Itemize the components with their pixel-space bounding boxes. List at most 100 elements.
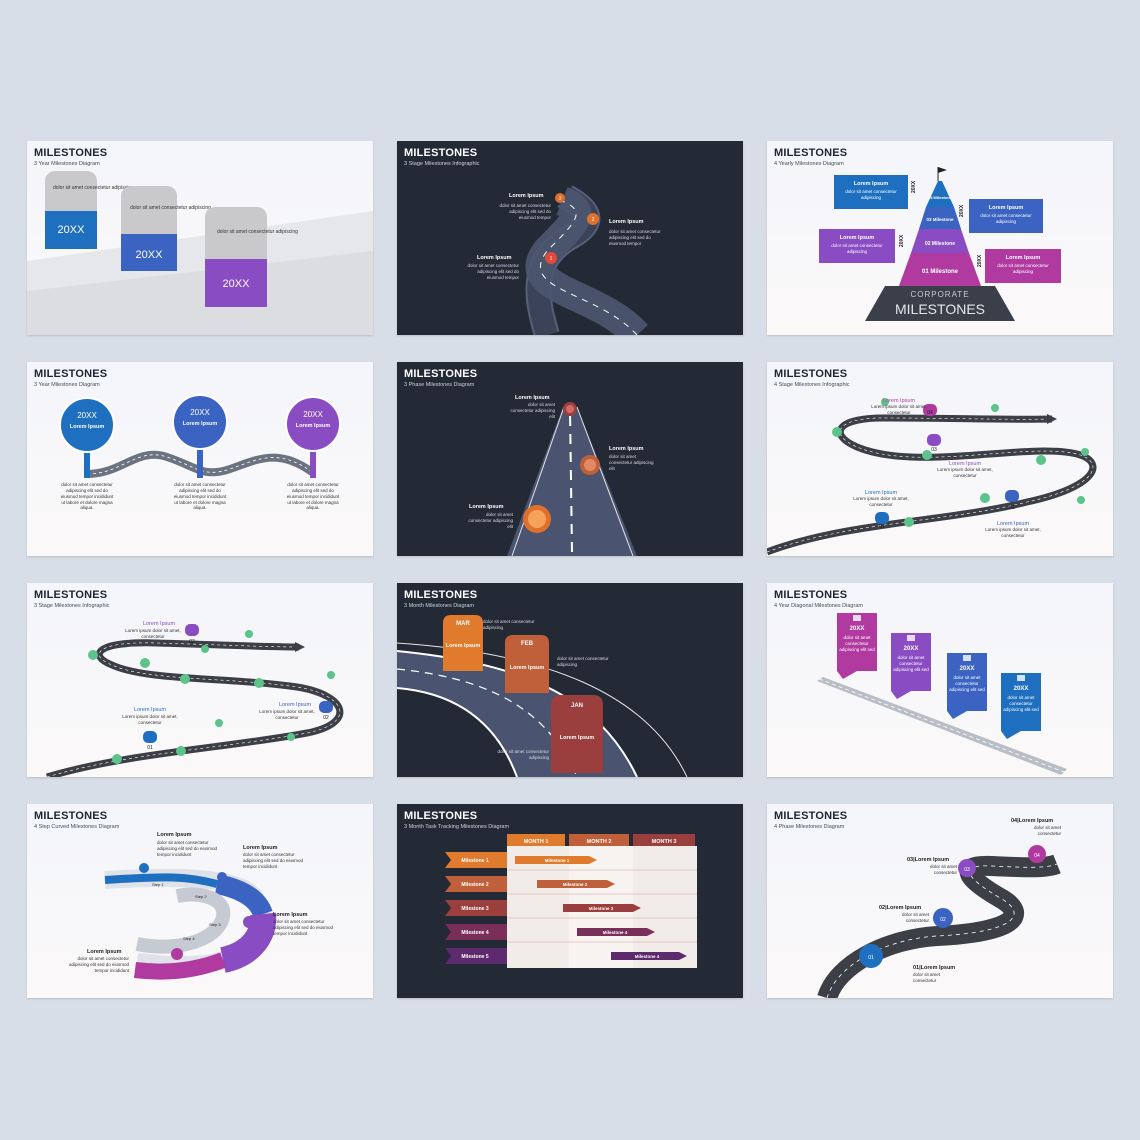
base-bottom-text: MILESTONES <box>895 301 985 317</box>
svg-text:Step 3: Step 3 <box>209 922 221 927</box>
svg-text:Lorem Ipsum: Lorem Ipsum <box>183 421 218 427</box>
slide-title: MILESTONES <box>404 368 478 380</box>
label-3-body: dolor sit amet consectetur adipiscing el… <box>499 203 551 220</box>
row-3-label <box>445 900 507 916</box>
svg-text:20XX: 20XX <box>899 234 905 247</box>
slide-7[interactable]: MILESTONES 3 Stage Milestones Infographi… <box>27 583 373 777</box>
slide-subtitle: 3 Month Task Tracking Milestones Diagram <box>404 824 510 830</box>
slide-1[interactable]: MILESTONES 3 Year Milestones Diagram 20X… <box>27 141 373 335</box>
svg-text:Lorem Ipsum: Lorem Ipsum <box>515 395 550 401</box>
slide-11[interactable]: MILESTONES 3 Month Task Tracking Milesto… <box>397 804 743 998</box>
svg-text:Lorem Ipsum: Lorem Ipsum <box>609 446 644 452</box>
svg-text:Lorem Ipsum: Lorem Ipsum <box>1006 255 1041 261</box>
lock-icon <box>1017 675 1025 681</box>
tree-icons <box>832 398 1089 527</box>
stone-3-year: 20XX <box>223 278 251 290</box>
slide-subtitle: 3 Year Milestones Diagram <box>34 161 100 167</box>
slide-title: MILESTONES <box>774 147 848 159</box>
pins-road-art: 20XX Lorem Ipsum 20XX Lorem Ipsum 20XX L… <box>59 394 341 478</box>
svg-text:01 Milestone: 01 Milestone <box>922 269 959 275</box>
svg-text:Lorem Ipsum: Lorem Ipsum <box>865 490 898 496</box>
svg-text:20XX: 20XX <box>904 646 919 652</box>
slide-10[interactable]: MILESTONES 4 Step Curved Milestones Diag… <box>27 804 373 998</box>
label-03-body: Lorem ipsum dolor sit amet, consectetur <box>125 628 181 639</box>
svg-text:Lorem Ipsum: Lorem Ipsum <box>134 707 167 713</box>
slide-2[interactable]: MILESTONES 3 Stage Milestones Infographi… <box>397 141 743 335</box>
slide-subtitle: 3 Year Milestones Diagram <box>34 382 100 388</box>
svg-text:02 Milestone: 02 Milestone <box>925 241 955 247</box>
marker-04 <box>923 404 937 416</box>
milestone-stones-art: 20XX dolor sit amet consectetur adipisci… <box>27 171 373 335</box>
stone-1-band <box>45 211 97 249</box>
svg-text:20XX: 20XX <box>977 254 983 267</box>
svg-text:03: 03 <box>931 447 937 453</box>
svg-text:04: 04 <box>927 410 933 416</box>
task-tracker-art: MONTH 1 MONTH 2 MONTH 3 Milestone 1 Mile… <box>445 834 697 968</box>
svg-text:Lorem Ipsum: Lorem Ipsum <box>509 193 544 199</box>
task-bar-1 <box>515 856 597 864</box>
svg-text:04|Lorem Ipsum: 04|Lorem Ipsum <box>1011 818 1053 824</box>
svg-text:Lorem Ipsum: Lorem Ipsum <box>989 205 1024 211</box>
month-feb-tag <box>505 635 549 693</box>
slide-title: MILESTONES <box>404 147 478 159</box>
svg-text:MONTH 1: MONTH 1 <box>524 839 549 845</box>
box-2-body: dolor sit amet consectetur adipiscing <box>980 213 1032 224</box>
pin-3-icon <box>243 916 255 928</box>
month-jan-tag <box>551 695 603 773</box>
svg-text:Milestone 1: Milestone 1 <box>545 858 570 863</box>
pin-1-icon <box>59 397 115 453</box>
flag-4-body: dolor sit amet consectetur adipiscing el… <box>1003 695 1039 712</box>
svg-text:20XX: 20XX <box>850 626 865 632</box>
stone-2-text: dolor sit amet consectetur adipiscing <box>130 205 211 211</box>
slide-title: MILESTONES <box>404 589 478 601</box>
slide-8[interactable]: MILESTONES 3 Month Milestones Diagram MA… <box>397 583 743 777</box>
svg-text:20XX: 20XX <box>190 408 210 417</box>
marker-02 <box>319 701 333 713</box>
box-2 <box>969 199 1043 233</box>
svg-text:01: 01 <box>147 745 153 751</box>
svg-text:2: 2 <box>592 217 595 223</box>
label-2-body: dolor sit amet consectetur adipiscing el… <box>243 852 304 869</box>
row-2-label <box>445 876 507 892</box>
slide-12[interactable]: MILESTONES 4 Phase Milestones Diagram 01… <box>767 804 1113 998</box>
slide-6[interactable]: MILESTONES 4 Stage Milestones Infographi… <box>767 362 1113 556</box>
slide-subtitle: 4 Year Diagonal Milestones Diagram <box>774 603 863 609</box>
slide-3[interactable]: MILESTONES 4 Yearly Milestones Diagram C… <box>767 141 1113 335</box>
slide-subtitle: 4 Stage Milestones Infographic <box>774 382 850 388</box>
svg-text:03: 03 <box>189 639 195 645</box>
curved-road-art: MAR Lorem Ipsum FEB Lorem Ipsum JAN Lore… <box>397 615 688 777</box>
svg-text:04 Milestone: 04 Milestone <box>928 195 953 200</box>
monitor-icon <box>963 655 971 661</box>
svg-text:Milestone 2: Milestone 2 <box>461 882 488 888</box>
svg-text:Lorem Ipsum: Lorem Ipsum <box>997 521 1030 527</box>
slide-title: MILESTONES <box>34 368 108 380</box>
calendar-icon <box>853 615 861 621</box>
pyramid-art: CORPORATE MILESTONES 01 Milestone 02 Mil… <box>819 167 1061 321</box>
label-3-body: dolor sit amet consectetur adipiscing el… <box>468 512 513 529</box>
pin-4-icon <box>171 948 183 960</box>
slide-4[interactable]: MILESTONES 3 Year Milestones Diagram 20X… <box>27 362 373 556</box>
svg-text:Lorem Ipsum: Lorem Ipsum <box>279 702 312 708</box>
arrow-head-icon <box>295 642 305 652</box>
svg-text:20XX: 20XX <box>77 411 97 420</box>
svg-text:Milestone 4: Milestone 4 <box>603 930 628 935</box>
slide-5[interactable]: MILESTONES 3 Phase Milestones Diagram Lo… <box>397 362 743 556</box>
step-1-band <box>104 873 219 888</box>
slide-subtitle: 3 Stage Milestones Infographic <box>404 161 480 167</box>
label-02-body: Lorem ipsum dolor sit amet, consectetur <box>985 527 1041 538</box>
label-2-body: dolor sit amet consectetur adipiscing el… <box>609 229 661 246</box>
pin-1-icon <box>545 252 557 264</box>
slide-9[interactable]: MILESTONES 4 Year Diagonal Milestones Di… <box>767 583 1113 777</box>
svg-text:Milestone 5: Milestone 5 <box>461 954 488 960</box>
svg-text:20XX: 20XX <box>959 204 965 217</box>
stone-2-band <box>121 234 177 271</box>
flag-1 <box>837 613 877 671</box>
stone-3-band <box>205 259 267 307</box>
slide-subtitle: 4 Yearly Milestones Diagram <box>774 161 844 167</box>
svg-text:Step 1: Step 1 <box>152 882 164 887</box>
flag-icon <box>938 167 947 173</box>
briefcase-icon <box>907 635 915 641</box>
svg-text:03|Lorem Ipsum: 03|Lorem Ipsum <box>907 857 949 863</box>
box-4 <box>985 249 1061 283</box>
